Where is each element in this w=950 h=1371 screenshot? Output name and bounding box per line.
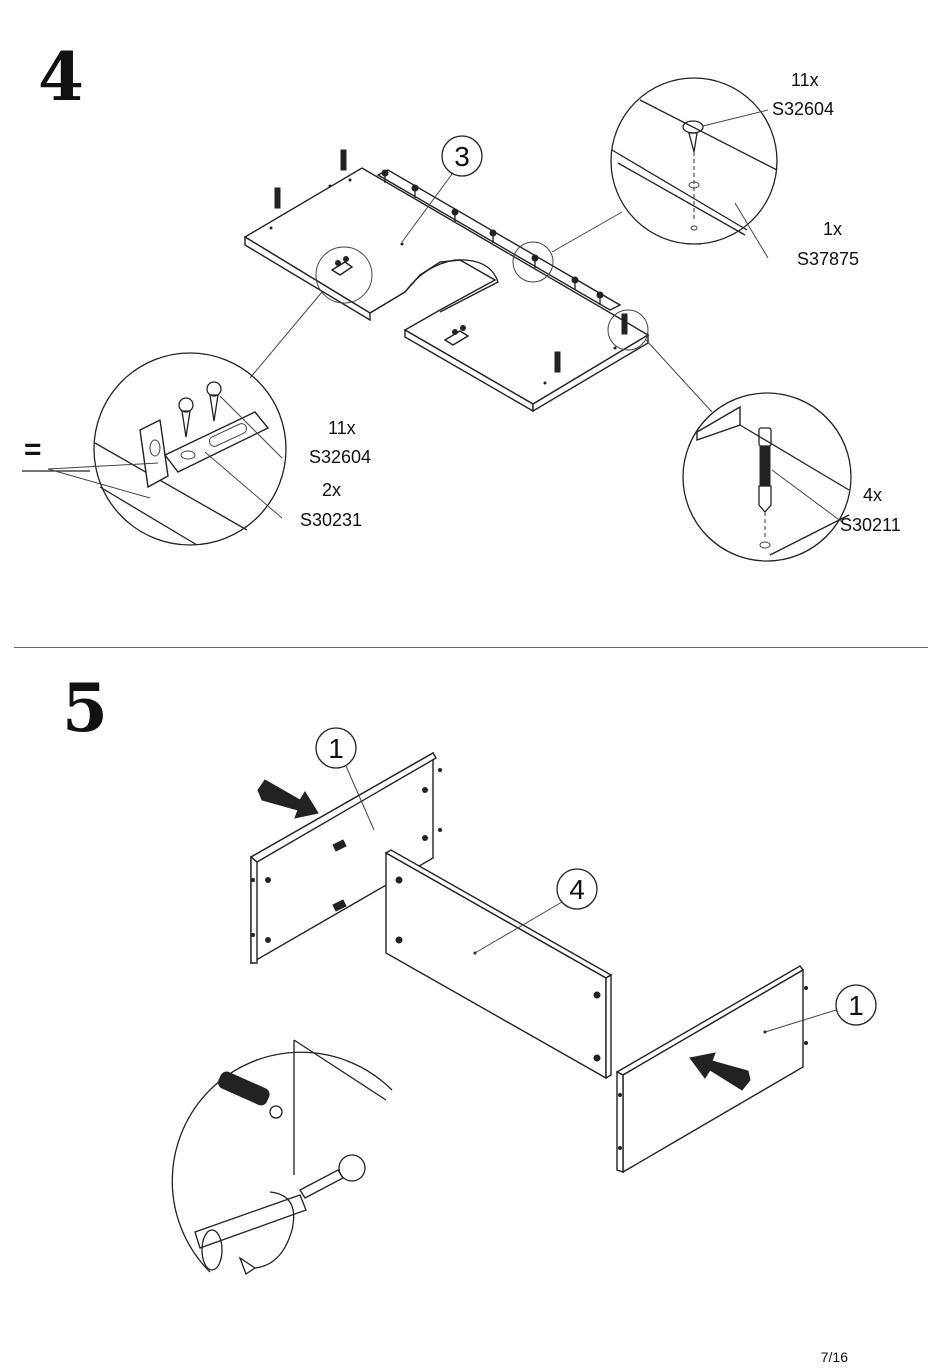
hw-qty-2: 1x <box>823 219 843 239</box>
callout-circle-3 <box>441 135 483 177</box>
edge-screws <box>381 169 604 305</box>
callout-1-top-label: 1 <box>328 733 344 764</box>
detail-top-right <box>610 77 778 259</box>
bracket-on-board <box>330 256 470 346</box>
hw-code-3: S32604 <box>309 447 372 467</box>
detail-screwdriver <box>171 1039 393 1275</box>
back-panel-part-4 <box>384 849 613 1080</box>
section-divider <box>14 647 928 648</box>
callout-1-right-label: 1 <box>848 990 864 1021</box>
detail-right <box>682 392 852 562</box>
arrow-right <box>689 1052 751 1091</box>
step-5-number: 5 <box>62 669 108 747</box>
hw-code-2: S37875 <box>797 249 860 269</box>
callout-3-label: 3 <box>454 141 470 172</box>
hw-code-1: S32604 <box>772 99 835 119</box>
page-number: 7/16 <box>820 1349 848 1365</box>
hw-code-4: S30231 <box>300 510 363 530</box>
equals-sign: = <box>24 433 42 466</box>
step-4-number: 4 <box>38 38 84 116</box>
arrow-left <box>257 779 319 819</box>
step-4-diagram: 3 <box>22 77 852 562</box>
hw-qty-3: 11x <box>328 418 356 438</box>
dowel-pins <box>274 149 628 373</box>
step-5-diagram: 1 4 1 <box>171 727 877 1275</box>
hw-qty-5: 4x <box>863 485 883 505</box>
hw-qty-4: 2x <box>322 480 342 500</box>
hw-code-5: S30211 <box>840 515 901 535</box>
side-panel-left <box>249 751 442 965</box>
callout-4-label: 4 <box>569 874 585 905</box>
board-part-3 <box>243 167 650 413</box>
detail-bottom-left <box>93 352 287 546</box>
hw-qty-1: 11x <box>791 70 819 90</box>
